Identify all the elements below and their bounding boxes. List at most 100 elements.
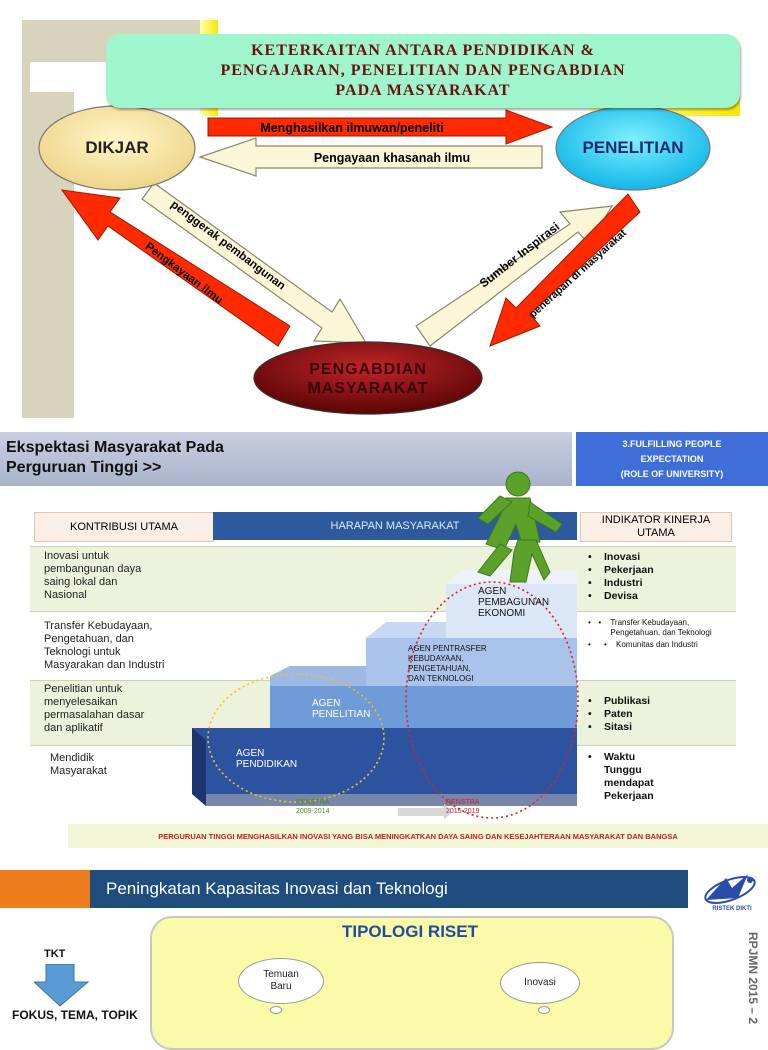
text-line: Nasional	[44, 589, 87, 601]
indikator-item: Paten	[588, 708, 650, 721]
indikator-item-text: Transfer Kebudayaan, Pengetahuan, dan Te…	[610, 618, 712, 637]
renstra-line: 2009-2014	[296, 808, 330, 815]
arrow-penggerak	[141, 182, 368, 344]
ristek-logo: RISTEK DIKTI	[692, 870, 768, 914]
penelitian-label: PENELITIAN	[582, 138, 684, 157]
label-top-left: Pengayaan khasanah ilmu	[314, 151, 470, 165]
arrow-top-right	[207, 109, 554, 145]
cloud-temuan: Temuan Baru	[238, 958, 324, 1004]
cloud-line: Temuan	[263, 969, 299, 980]
header-indikator-line: UTAMA	[637, 527, 675, 539]
ristek-logo-icon	[704, 874, 756, 904]
agen-line: AGEN	[312, 698, 341, 709]
text-line: Pengetahuan, dan	[44, 633, 134, 645]
agen-line: PENGETAHUAN,	[408, 664, 471, 673]
text-line: pembangunan daya	[44, 563, 142, 575]
fulfilling-box: 3.FULFILLING PEOPLE EXPECTATION (ROLE OF…	[576, 432, 768, 486]
agen-ekonomi: AGEN PEMBAGUNAN EKONOMI	[478, 586, 549, 619]
label-pengkayaan: Pengkayaan ilmu	[143, 241, 225, 307]
indikator-row-3: Publikasi Paten Sitasi	[588, 695, 650, 734]
pengabdian-label: PENGABDIAN MASYARAKAT	[270, 360, 466, 398]
expectation-title: Ekspektasi Masyarakat Pada Perguruan Tin…	[6, 438, 224, 478]
arrow-top-left	[198, 137, 543, 177]
text-line: menyelesaikan	[44, 696, 118, 708]
title-line: PADA MASYARAKAT	[335, 82, 511, 99]
kontribusi-row-1: Inovasi untuk pembangunan daya saing lok…	[44, 550, 141, 602]
indikator-row-2: •Transfer Kebudayaan, Pengetahuan, dan T…	[588, 618, 728, 650]
arrow-pengkayaan	[60, 189, 291, 347]
kontribusi-row-4: Mendidik Masyarakat	[50, 752, 107, 778]
text-line: Teknologi untuk	[44, 646, 121, 658]
frame-notch	[30, 62, 106, 92]
bullet: •	[588, 751, 592, 763]
header-indikator-line: INDIKATOR KINERJA	[601, 514, 711, 526]
expectation-slide: Ekspektasi Masyarakat Pada Perguruan Tin…	[0, 432, 768, 852]
text-line: Transfer Kebudayaan,	[44, 620, 153, 632]
text-line: Masyarakat	[50, 765, 107, 777]
indikator-item: •Transfer Kebudayaan, Pengetahuan, dan T…	[588, 618, 728, 638]
header-indikator: INDIKATOR KINERJA UTAMA	[580, 512, 732, 542]
renstra-line: RENSTRA	[446, 799, 480, 806]
dikjar-label: DIKJAR	[85, 138, 149, 157]
arrow-penerapan	[489, 193, 641, 347]
linkage-diagram: Menghasilkan ilmuwan/peneliti Pengayaan …	[0, 0, 768, 420]
indikator-item: Pekerjaan	[588, 564, 654, 577]
text-line: permasalahan dasar	[44, 709, 145, 721]
text-line: dan aplikatif	[44, 722, 103, 734]
stair-graphics	[192, 471, 579, 820]
indikator-item: Publikasi	[588, 695, 650, 708]
cloud-bubble	[270, 1006, 282, 1014]
linkage-diagram-graphics: Menghasilkan ilmuwan/peneliti Pengayaan …	[22, 20, 740, 418]
indikator-item: Inovasi	[588, 551, 654, 564]
renstra-2009-label: RENSTRA 2009-2014	[296, 798, 329, 816]
agen-line: AGEN PENTRASFER	[408, 644, 487, 653]
kontribusi-row-3: Penelitian untuk menyelesaikan permasala…	[44, 683, 144, 735]
agen-line: PENELITIAN	[312, 709, 371, 720]
text-line: Mendidik	[50, 752, 95, 764]
agen-line: DAN TEKNOLOGI	[408, 674, 474, 683]
indikator-item: •Komunitas dan Industri	[588, 640, 728, 650]
renstra-line: RENSTRA	[296, 799, 330, 806]
pengabdian-node	[253, 341, 483, 415]
pengabdian-line: PENGABDIAN	[309, 361, 427, 378]
indikator-row-4: • Waktu Tunggu mendapat Pekerjaan	[588, 751, 698, 803]
renstra-2015-ellipse	[405, 581, 579, 819]
innovation-slide: Peningkatan Kapasitas Inovasi dan Teknol…	[0, 870, 768, 1050]
text-line: saing lokal dan	[44, 576, 118, 588]
kontribusi-row-2: Transfer Kebudayaan, Pengetahuan, dan Te…	[44, 620, 164, 672]
indikator-item: Waktu Tunggu mendapat Pekerjaan	[604, 751, 654, 802]
linkage-title: KETERKAITAN ANTARA PENDIDIKAN & PENGAJAR…	[106, 34, 740, 108]
down-arrow-icon	[34, 964, 90, 1007]
indikator-item: Industri	[588, 577, 654, 590]
label-top-right: Menghasilkan ilmuwan/peneliti	[260, 121, 443, 135]
text-line: Penelitian untuk	[44, 683, 123, 695]
cloud-line: Baru	[270, 981, 292, 992]
expectation-title-line: Ekspektasi Masyarakat Pada	[6, 439, 224, 456]
fulfilling-line: 3.FULFILLING PEOPLE	[622, 438, 722, 449]
title-accent	[0, 870, 90, 908]
agen-line: KEBUDAYAAN,	[408, 654, 464, 663]
fulfilling-line: EXPECTATION	[640, 453, 704, 464]
rpjmn-text: RPJMN 2015 – 2	[746, 932, 760, 1025]
innovation-title: Peningkatan Kapasitas Inovasi dan Teknol…	[90, 870, 688, 908]
cloud-inovasi: Inovasi	[500, 962, 580, 1004]
cloud-bubble	[538, 1006, 550, 1014]
agen-pentrasfer: AGEN PENTRASFER KEBUDAYAAN, PENGETAHUAN,…	[408, 644, 487, 684]
rpjmn-side: RPJMN 2015 – 2	[744, 932, 764, 1032]
pengabdian-line: MASYARAKAT	[307, 380, 429, 397]
agen-line: AGEN	[478, 586, 507, 597]
ristek-logo-text: RISTEK DIKTI	[712, 906, 752, 912]
agen-line: AGEN	[236, 748, 265, 759]
conclusion-bar: PERGURUAN TINGGI MENGHASILKAN INOVASI YA…	[68, 824, 768, 848]
tkt-label: TKT	[44, 948, 66, 960]
indikator-item: Devisa	[588, 590, 654, 603]
title-line: PENGAJARAN, PENELITIAN DAN PENGABDIAN	[220, 62, 626, 79]
agen-line: PEMBAGUNAN	[478, 597, 550, 608]
agen-line: EKONOMI	[478, 608, 526, 619]
agen-line: PENDIDIKAN	[236, 759, 298, 770]
renstra-2009-ellipse	[207, 673, 385, 803]
text-line: Inovasi untuk	[44, 550, 109, 562]
walking-person-icon	[477, 471, 563, 583]
indikator-item-text: Komunitas dan Industri	[616, 640, 698, 649]
renstra-arrow	[398, 804, 452, 820]
